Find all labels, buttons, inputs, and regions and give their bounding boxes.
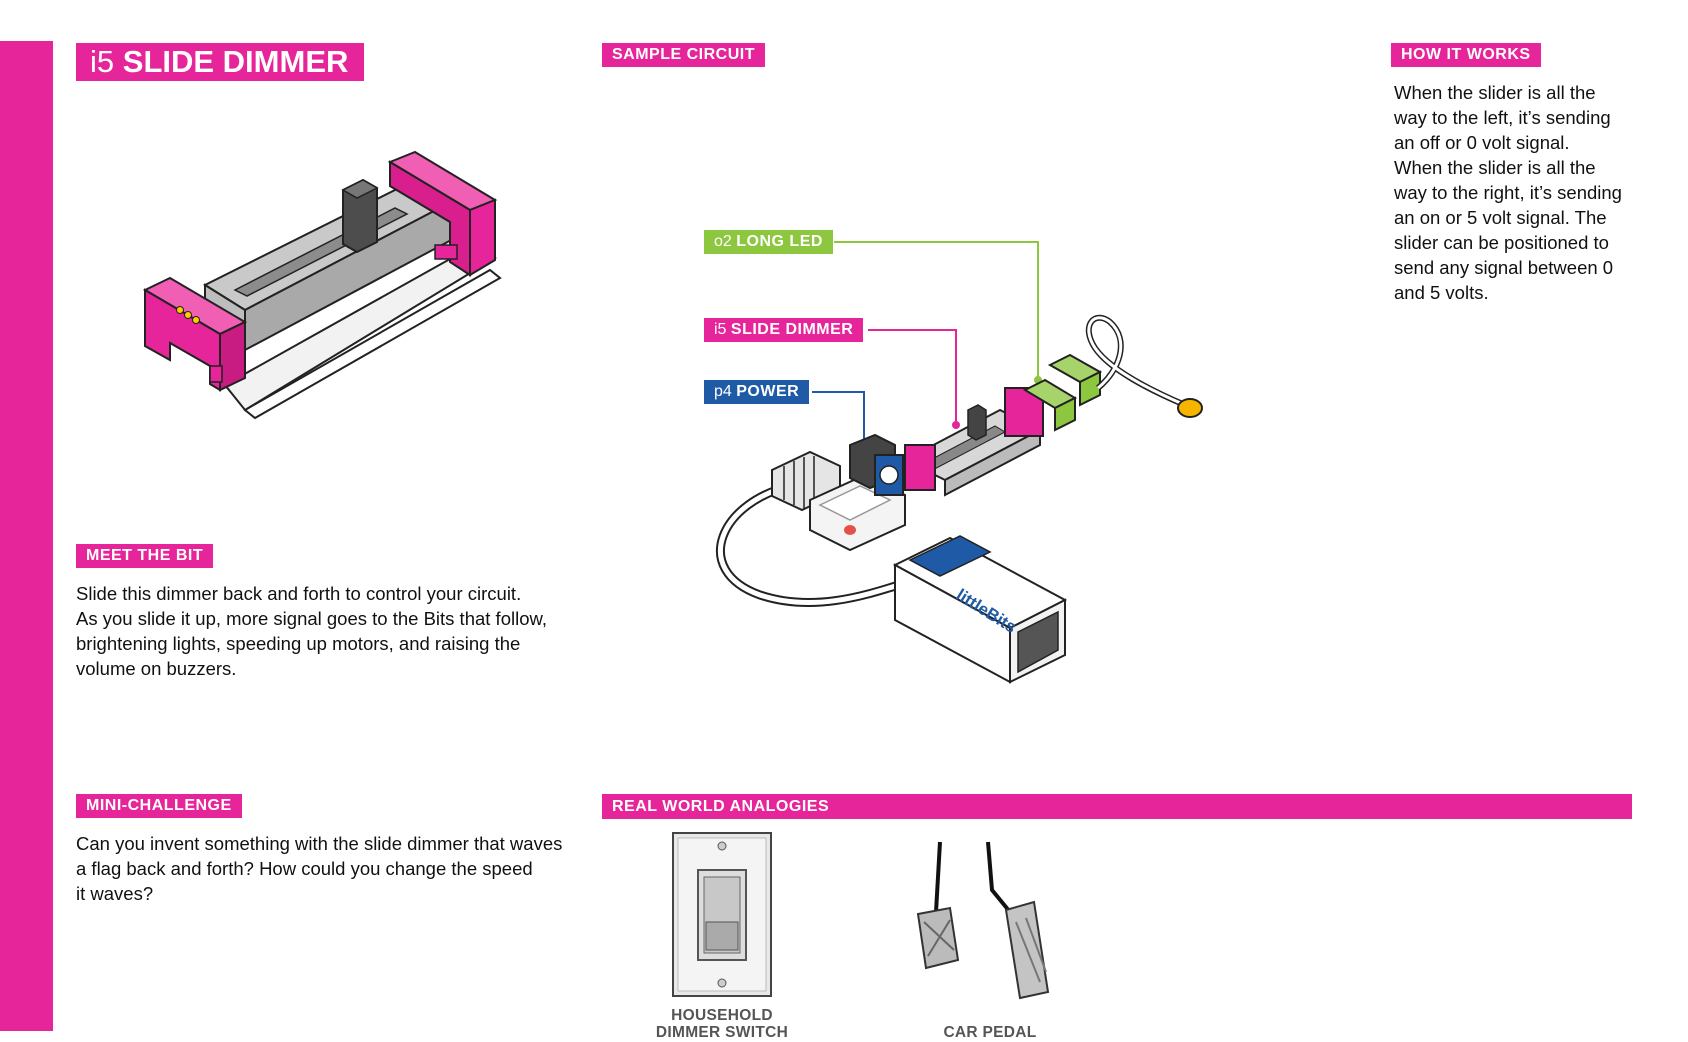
sample-circuit-heading: SAMPLE CIRCUIT [602,43,765,67]
slide-dimmer-illustration [142,150,502,420]
label-code: i5 [714,321,727,338]
text-line: As you slide it up, more signal goes to … [76,608,547,629]
caption-line: DIMMER SWITCH [655,1024,789,1041]
meet-the-bit-text: Slide this dimmer back and forth to cont… [76,581,576,681]
text-line: way to the right, it’s sending [1394,182,1622,203]
caption-line: HOUSEHOLD [671,1007,773,1024]
text-line: slider can be positioned to [1394,232,1609,253]
text-line: volume on buzzers. [76,658,237,679]
text-line: Can you invent something with the slide … [76,833,563,854]
meet-the-bit-heading: MEET THE BIT [76,544,214,568]
real-world-analogies-heading: REAL WORLD ANALOGIES [602,794,1632,819]
title-name: SLIDE DIMMER [122,44,349,79]
pink-sidebar-bar [0,41,53,1031]
text-line: When the slider is all the [1394,157,1596,178]
car-pedal-caption: CAR PEDAL [900,1024,1080,1041]
text-line: it waves? [76,883,154,904]
text-line: send any signal between 0 [1394,257,1614,278]
title-code: i5 [90,44,115,79]
how-it-works-heading: HOW IT WORKS [1391,43,1541,67]
page-title: i5 SLIDE DIMMER [76,43,365,81]
text-line: and 5 volts. [1394,282,1489,303]
circuit-label-slide-dimmer: i5 SLIDE DIMMER [704,318,864,342]
label-code: o2 [714,233,732,250]
caption-line: CAR PEDAL [943,1024,1037,1041]
label-code: p4 [714,383,732,400]
mini-challenge-heading: MINI-CHALLENGE [76,794,242,818]
text-line: an on or 5 volt signal. The [1394,207,1607,228]
text-line: an off or 0 volt signal. [1394,132,1570,153]
household-dimmer-caption: HOUSEHOLD DIMMER SWITCH [632,1007,812,1041]
text-line: When the slider is all the [1394,82,1596,103]
label-name: LONG LED [736,233,823,250]
text-line: a flag back and forth? How could you cha… [76,858,533,879]
sample-circuit-illustration: littleBits [716,241,1203,684]
how-it-works-text: When the slider is all the way to the le… [1394,80,1654,305]
car-pedal-photo [916,841,1050,1000]
household-dimmer-switch-photo [672,832,772,997]
circuit-label-power: p4 POWER [704,380,810,404]
text-line: way to the left, it’s sending [1394,107,1611,128]
label-name: POWER [736,383,800,400]
label-name: SLIDE DIMMER [730,321,854,338]
text-line: Slide this dimmer back and forth to cont… [76,583,522,604]
text-line: brightening lights, speeding up motors, … [76,633,521,654]
mini-challenge-text: Can you invent something with the slide … [76,831,596,906]
circuit-label-long-led: o2 LONG LED [704,230,833,254]
